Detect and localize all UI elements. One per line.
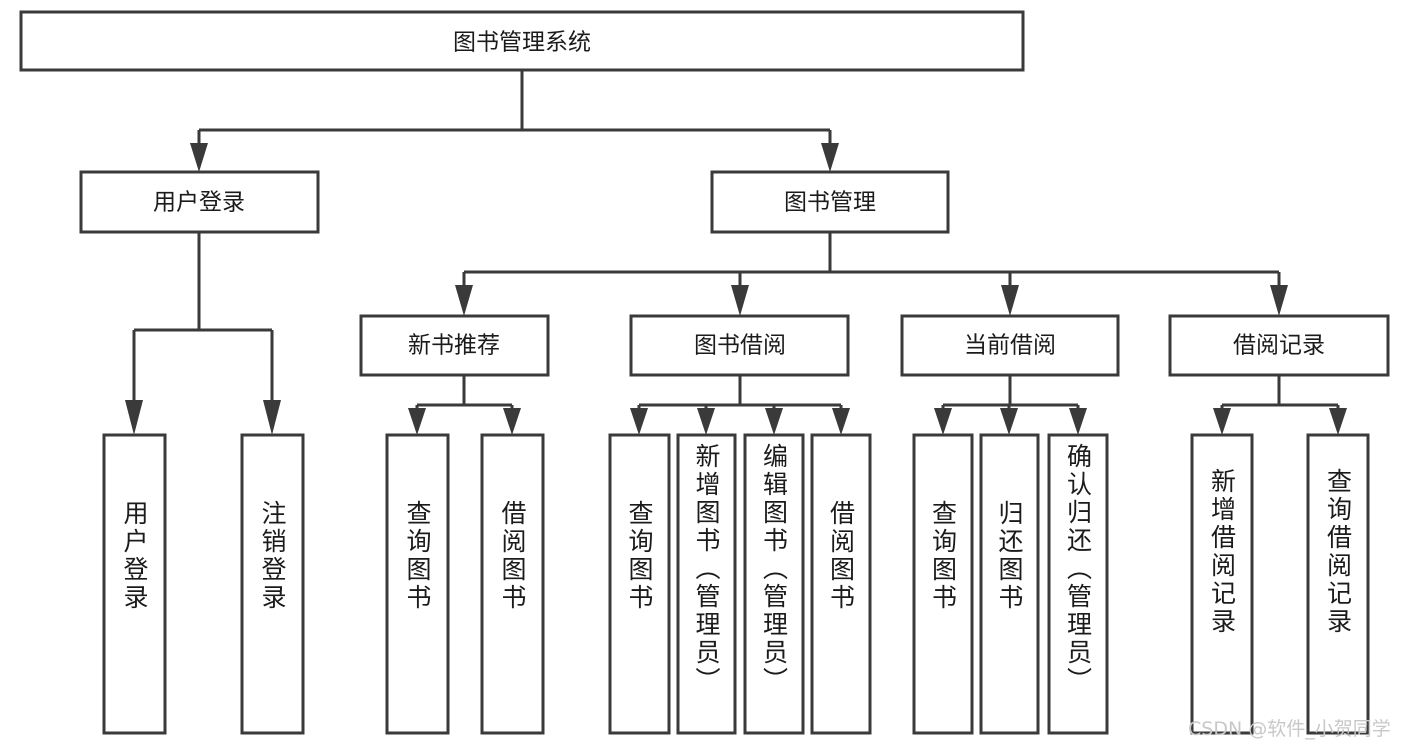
- leaf-box-borrow-record-1[interactable]: [1190, 433, 1254, 735]
- leaf-box-user-login-2[interactable]: [240, 433, 305, 735]
- leaf-label-wrap-book-borrow-4: 借阅图书: [812, 500, 870, 733]
- leaf-label-wrap-current-borrow-3: 确认归还（管理员）: [1049, 443, 1107, 731]
- node-box-current-borrow[interactable]: [900, 314, 1120, 377]
- arrow-head-borrow-record-leaf-1: [1213, 408, 1231, 435]
- node-label-new-book-recommend: 新书推荐: [408, 333, 500, 359]
- leaf-label-wrap-new-book-2: 借阅图书: [482, 500, 543, 733]
- connector-group-current-borrow: [934, 375, 1087, 435]
- leaf-label-wrap-borrow-record-1: 新增借阅记录: [1192, 468, 1252, 733]
- leaf-box-current-borrow-1[interactable]: [912, 433, 974, 735]
- leaf-label-current-borrow-1: 查询图书: [928, 500, 958, 612]
- arrow-head-borrow-record-leaf-2: [1329, 408, 1347, 435]
- arrow-head-borrow-record: [1270, 285, 1288, 316]
- arrow-head-new-book-leaf-2: [503, 408, 521, 435]
- connector-group-book-mgmt: [455, 232, 1288, 316]
- arrow-head-current-borrow-leaf-2: [1000, 408, 1018, 435]
- node-label-borrow-record: 借阅记录: [1233, 333, 1325, 359]
- arrow-head-book-borrow-leaf-3: [765, 408, 783, 435]
- leaf-box-book-borrow-4[interactable]: [810, 433, 872, 735]
- leaf-label-wrap-new-book-1: 查询图书: [387, 500, 448, 733]
- arrow-head-book-borrow-leaf-2: [697, 408, 715, 435]
- leaf-label-book-borrow-1: 查询图书: [625, 500, 654, 612]
- connector-group-user-login: [125, 232, 281, 435]
- node-label-current-borrow: 当前借阅: [964, 333, 1056, 359]
- leaf-label-wrap-user-login-1: 用户登录: [104, 500, 165, 733]
- node-box-book-management[interactable]: [710, 170, 950, 234]
- arrow-head-new-book: [455, 285, 473, 316]
- leaf-label-book-borrow-2: 新增图书（管理员）: [692, 443, 721, 695]
- leaf-label-wrap-book-borrow-1: 查询图书: [610, 500, 669, 733]
- arrow-head-user-login: [190, 143, 208, 172]
- leaf-label-current-borrow-3: 确认归还（管理员）: [1063, 443, 1093, 695]
- leaf-label-user-login-1: 用户登录: [120, 500, 149, 612]
- leaf-box-borrow-record-2[interactable]: [1306, 433, 1370, 735]
- arrow-head-book-borrow: [731, 285, 749, 316]
- leaf-box-book-borrow-1[interactable]: [608, 433, 671, 735]
- connector-group-root: [190, 70, 839, 172]
- leaf-box-user-login-1[interactable]: [102, 433, 167, 735]
- leaf-label-new-book-1: 查询图书: [403, 500, 432, 612]
- watermark-text: CSDN @软件_小贺同学: [1188, 718, 1391, 740]
- node-box-book-borrow[interactable]: [629, 314, 850, 377]
- arrow-head-book-borrow-leaf-4: [832, 408, 850, 435]
- leaf-box-book-borrow-3[interactable]: [743, 433, 805, 735]
- node-box-root[interactable]: [19, 10, 1025, 72]
- leaf-label-current-borrow-2: 归还图书: [995, 500, 1024, 612]
- connector-group-book-borrow: [630, 375, 850, 435]
- node-box-borrow-record[interactable]: [1168, 314, 1390, 377]
- leaf-label-wrap-book-borrow-3: 编辑图书（管理员）: [745, 443, 803, 731]
- leaf-label-wrap-current-borrow-2: 归还图书: [981, 500, 1038, 733]
- arrow-head-user-login-leaf-2: [263, 400, 281, 435]
- node-box-user-login[interactable]: [79, 170, 320, 234]
- connector-group-borrow-record: [1213, 375, 1347, 435]
- leaf-label-wrap-book-borrow-2: 新增图书（管理员）: [678, 443, 735, 731]
- leaf-label-borrow-record-1: 新增借阅记录: [1207, 468, 1237, 636]
- leaf-label-new-book-2: 借阅图书: [498, 500, 527, 612]
- leaf-box-new-book-2[interactable]: [480, 433, 545, 735]
- arrow-head-new-book-leaf-1: [408, 408, 426, 435]
- leaf-label-borrow-record-2: 查询借阅记录: [1323, 468, 1353, 636]
- leaf-label-book-borrow-3: 编辑图书（管理员）: [759, 443, 789, 695]
- arrow-head-book-mgmt: [821, 143, 839, 172]
- leaf-box-current-borrow-2[interactable]: [979, 433, 1040, 735]
- arrow-head-book-borrow-leaf-1: [630, 408, 648, 435]
- node-label-user-login: 用户登录: [153, 190, 245, 216]
- leaf-box-new-book-1[interactable]: [385, 433, 450, 735]
- leaf-label-wrap-borrow-record-2: 查询借阅记录: [1308, 468, 1368, 733]
- node-label-book-management: 图书管理: [784, 190, 876, 216]
- leaf-box-current-borrow-3[interactable]: [1047, 433, 1109, 735]
- node-label-root: 图书管理系统: [453, 30, 591, 56]
- connector-group-new-book: [408, 375, 521, 435]
- node-box-new-book-recommend[interactable]: [359, 314, 550, 377]
- arrow-head-current-borrow-leaf-1: [934, 408, 952, 435]
- leaf-label-user-login-2: 注销登录: [258, 500, 287, 612]
- arrow-head-current-borrow: [1001, 285, 1019, 316]
- leaf-label-wrap-user-login-2: 注销登录: [242, 500, 303, 733]
- arrow-head-user-login-leaf-1: [125, 400, 143, 435]
- node-label-book-borrow: 图书借阅: [694, 333, 786, 359]
- leaf-label-wrap-current-borrow-1: 查询图书: [914, 500, 972, 733]
- leaf-label-book-borrow-4: 借阅图书: [826, 500, 856, 612]
- arrow-head-current-borrow-leaf-3: [1069, 408, 1087, 435]
- leaf-box-book-borrow-2[interactable]: [676, 433, 737, 735]
